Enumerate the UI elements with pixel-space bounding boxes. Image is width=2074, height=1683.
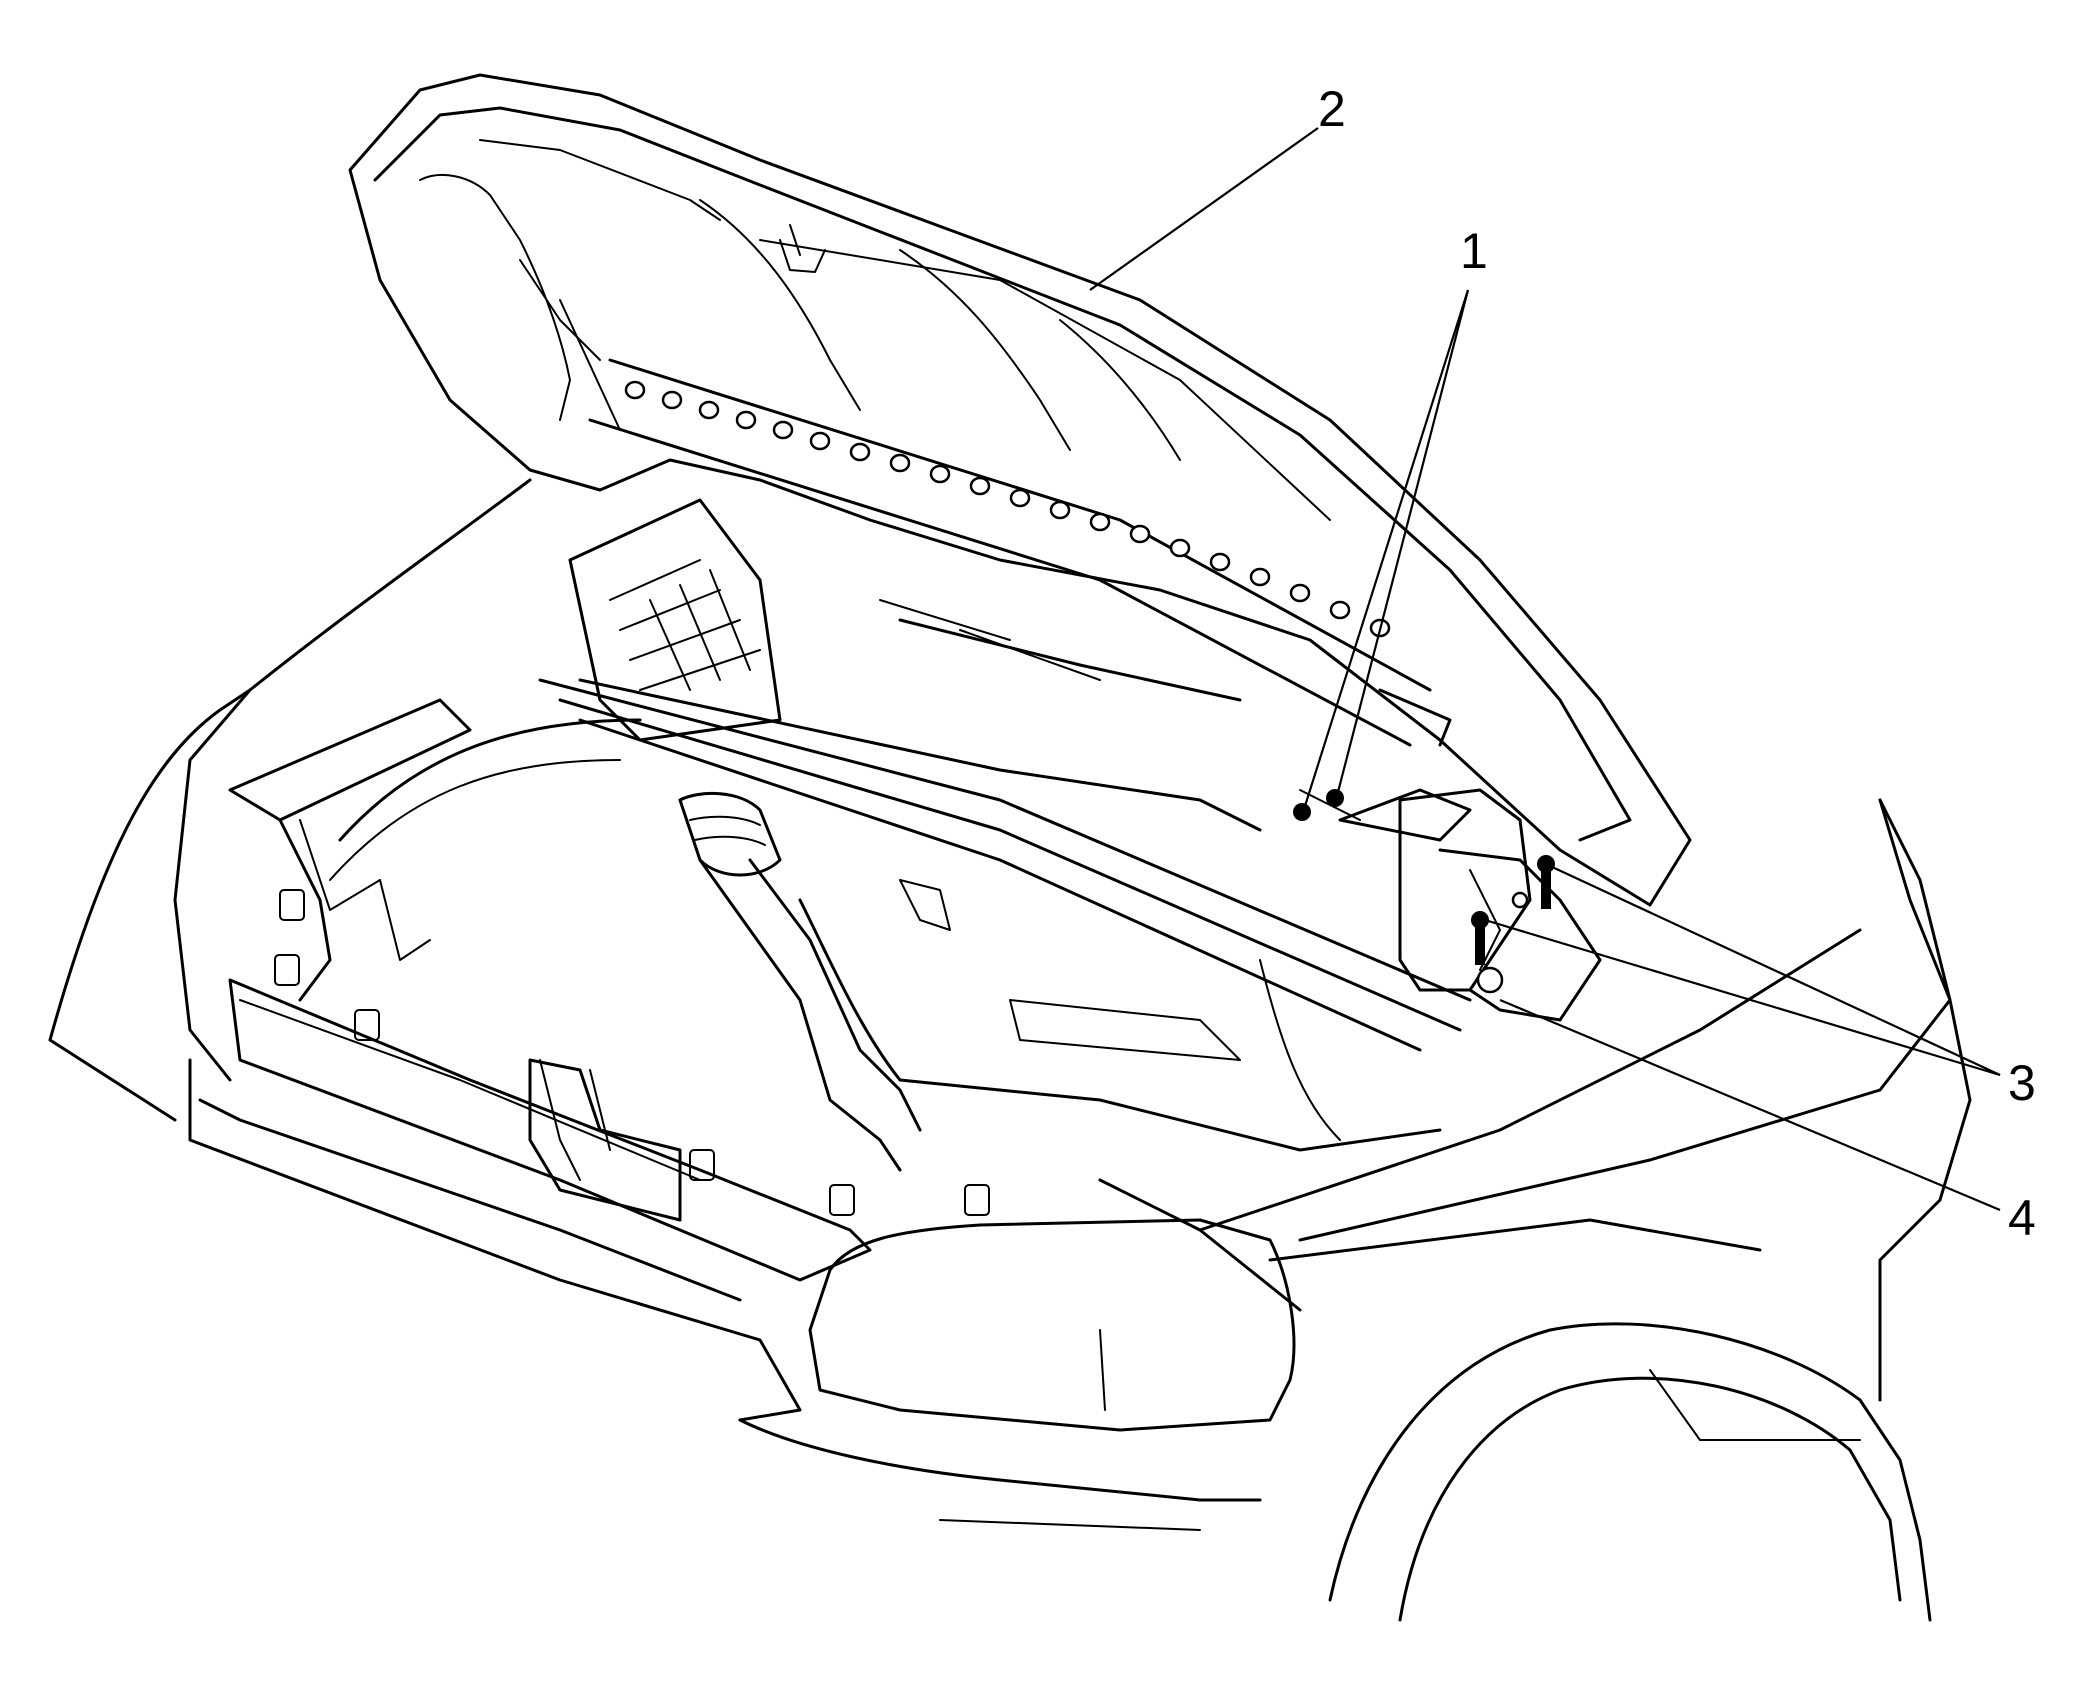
engine-compartment bbox=[48, 478, 1972, 1622]
hood-panel bbox=[348, 73, 1692, 907]
callout-4: 4 bbox=[2008, 1190, 2036, 1246]
hood-hinge bbox=[1299, 788, 1602, 1022]
callout-1: 1 bbox=[1460, 223, 1488, 279]
leader-2 bbox=[1089, 127, 1319, 291]
leader-4 bbox=[1499, 998, 2001, 1212]
cowl-and-wipers bbox=[538, 498, 1472, 1172]
callout-2: 2 bbox=[1318, 81, 1346, 137]
callout-leaders bbox=[1089, 127, 2001, 1212]
callout-labels: 1 2 3 4 bbox=[1318, 81, 2036, 1246]
leader-1b bbox=[1336, 289, 1470, 793]
hood-reinforcement-holes bbox=[624, 380, 1391, 638]
radiator-mounts bbox=[274, 889, 990, 1216]
leader-3a bbox=[1484, 918, 2001, 1077]
hinge-to-hood-bolts bbox=[1293, 789, 1344, 821]
callout-3: 3 bbox=[2008, 1055, 2036, 1111]
leader-1a bbox=[1303, 289, 1470, 807]
hinge-to-body-bolts bbox=[1471, 855, 1555, 965]
leader-3b bbox=[1549, 865, 2001, 1076]
